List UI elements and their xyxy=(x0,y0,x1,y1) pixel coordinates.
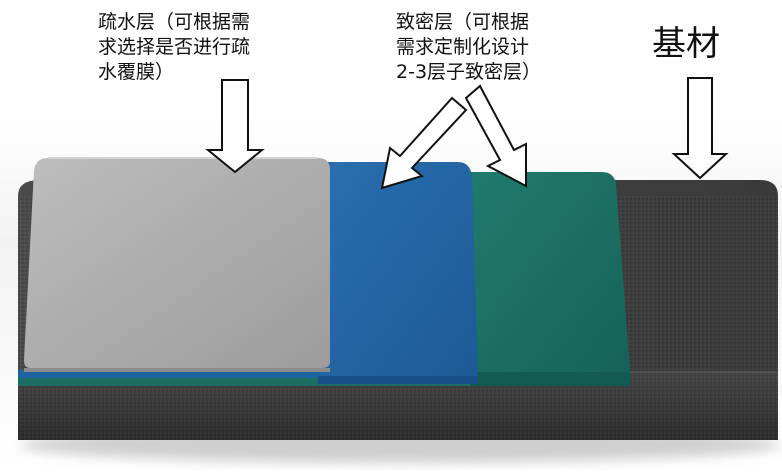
down-arrow-icon xyxy=(671,77,729,180)
hydrophobic-label-line-1: 疏水层（可根据需 xyxy=(98,11,251,33)
down-right-arrow-icon xyxy=(464,84,527,188)
dense-layer-blue xyxy=(18,162,478,384)
dense-layer-label: 致密层（可根据 需求定制化设计 2-3层子致密层） xyxy=(396,10,541,85)
down-left-arrow-icon xyxy=(380,96,468,190)
hydrophobic-label-line-3: 水覆膜） xyxy=(98,61,175,83)
down-arrow-icon xyxy=(205,79,265,174)
dense-label-line-2: 需求定制化设计 xyxy=(396,36,530,58)
dense-layer-green xyxy=(18,172,630,386)
hydrophobic-layer xyxy=(24,157,330,372)
hydrophobic-label-line-2: 求选择是否进行疏 xyxy=(98,36,251,58)
substrate-label: 基材 xyxy=(652,24,720,64)
dense-label-line-1: 致密层（可根据 xyxy=(396,11,530,33)
hydrophobic-layer-label: 疏水层（可根据需 求选择是否进行疏 水覆膜） xyxy=(98,10,250,85)
dense-label-line-3: 2-3层子致密层） xyxy=(396,61,542,83)
